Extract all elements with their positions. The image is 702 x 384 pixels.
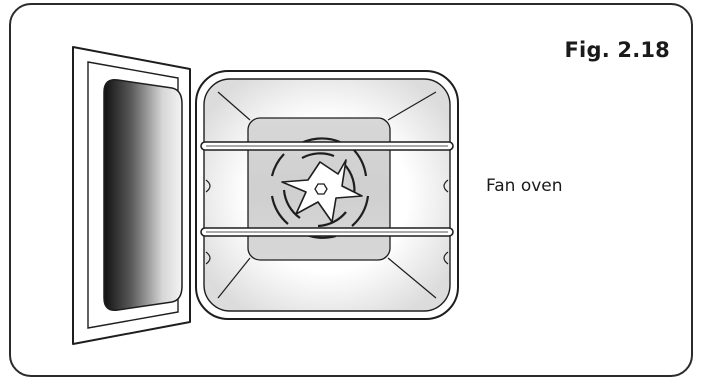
fan-oven-label: Fan oven bbox=[486, 176, 563, 196]
figure-number: Fig. 2.18 bbox=[565, 38, 670, 62]
oven-door-window bbox=[104, 80, 182, 311]
oven-door-icon bbox=[73, 47, 190, 344]
